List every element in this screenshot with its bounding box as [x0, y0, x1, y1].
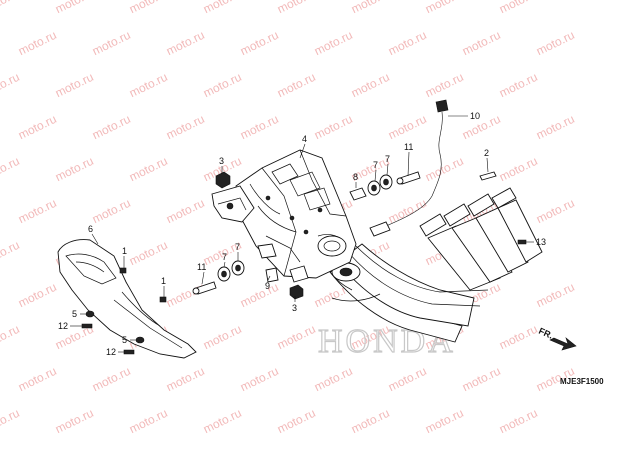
- callout-7: 7: [235, 242, 240, 252]
- callout-6: 6: [88, 224, 93, 234]
- callout-12: 12: [58, 321, 68, 331]
- front-direction-indicator: FR.: [537, 326, 577, 351]
- heat-shield-cover: [57, 239, 197, 359]
- callout-1: 1: [161, 276, 166, 286]
- exhaust-header-pipes: [329, 187, 543, 343]
- callout-1: 1: [122, 246, 127, 256]
- hardware-parts: [81, 99, 527, 355]
- callout-3: 3: [292, 303, 297, 313]
- callout-4: 4: [302, 134, 307, 144]
- front-direction-label: FR.: [537, 326, 554, 341]
- callout-9: 9: [265, 281, 270, 291]
- callout-8: 8: [353, 172, 358, 182]
- front-arrow-icon: [549, 337, 577, 351]
- callout-7: 7: [385, 154, 390, 164]
- callout-11: 11: [197, 262, 206, 272]
- muffler-body: [211, 149, 357, 283]
- callout-5: 5: [72, 309, 77, 319]
- leader-lines: [70, 115, 534, 353]
- callout-labels: 6 1 1 3 4 3 9 11 7 7 8 7 7 11 2 10 13 5 …: [58, 111, 546, 357]
- callout-7: 7: [373, 160, 378, 170]
- diagram-code: MJE3F1500: [560, 377, 604, 386]
- callout-3: 3: [219, 156, 224, 166]
- callout-10: 10: [470, 111, 480, 121]
- callout-11: 11: [404, 142, 413, 152]
- callout-2: 2: [484, 148, 489, 158]
- callout-13: 13: [536, 237, 546, 247]
- callout-12: 12: [106, 347, 116, 357]
- callout-5: 5: [122, 335, 127, 345]
- callout-7: 7: [222, 252, 227, 262]
